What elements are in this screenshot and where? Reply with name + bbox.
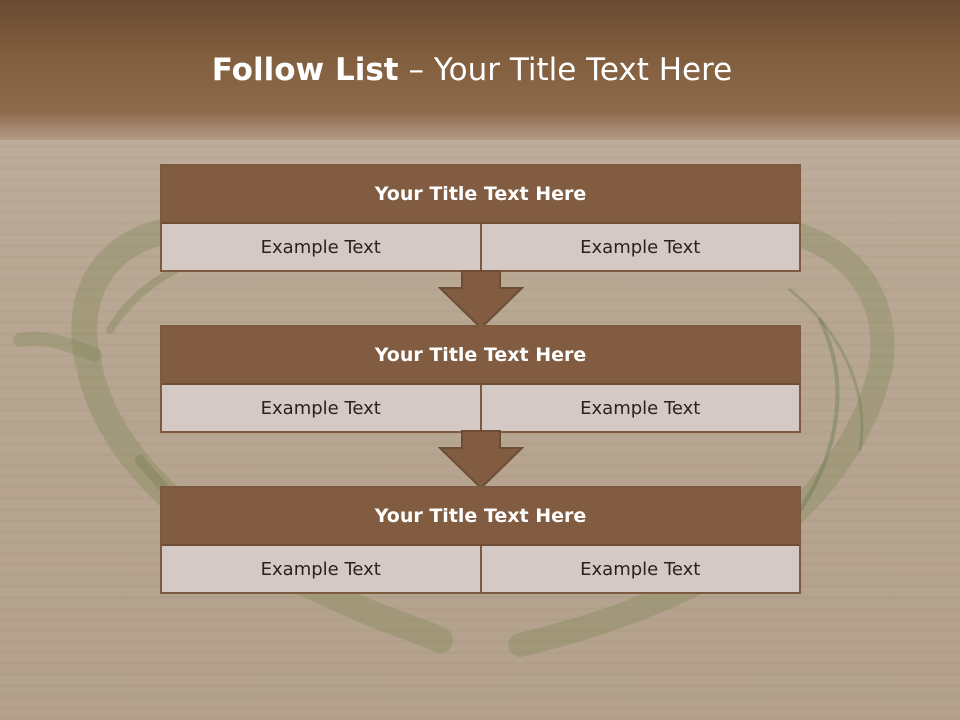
step-title-3: Your Title Text Here <box>162 488 799 546</box>
step-3-left-text: Example Text <box>162 546 480 592</box>
step-block-3: Your Title Text Here Example Text Exampl… <box>160 486 801 594</box>
step-title-2: Your Title Text Here <box>162 327 799 385</box>
down-arrow-icon <box>438 430 524 490</box>
step-3-right-text: Example Text <box>479 546 799 592</box>
slide-title-bold: Follow List <box>211 52 399 88</box>
step-2-left-text: Example Text <box>162 385 480 431</box>
step-row-3: Example Text Example Text <box>162 546 799 592</box>
down-arrow-icon <box>438 270 524 330</box>
header-band <box>0 0 960 140</box>
step-block-2: Your Title Text Here Example Text Exampl… <box>160 325 801 433</box>
step-1-right-text: Example Text <box>479 224 799 270</box>
step-row-2: Example Text Example Text <box>162 385 799 431</box>
step-title-1: Your Title Text Here <box>162 166 799 224</box>
step-1-left-text: Example Text <box>162 224 480 270</box>
slide-title: Follow List – Your Title Text Here <box>0 52 944 88</box>
slide-title-rest: – Your Title Text Here <box>398 52 733 88</box>
step-row-1: Example Text Example Text <box>162 224 799 270</box>
step-2-right-text: Example Text <box>479 385 799 431</box>
step-block-1: Your Title Text Here Example Text Exampl… <box>160 164 801 272</box>
